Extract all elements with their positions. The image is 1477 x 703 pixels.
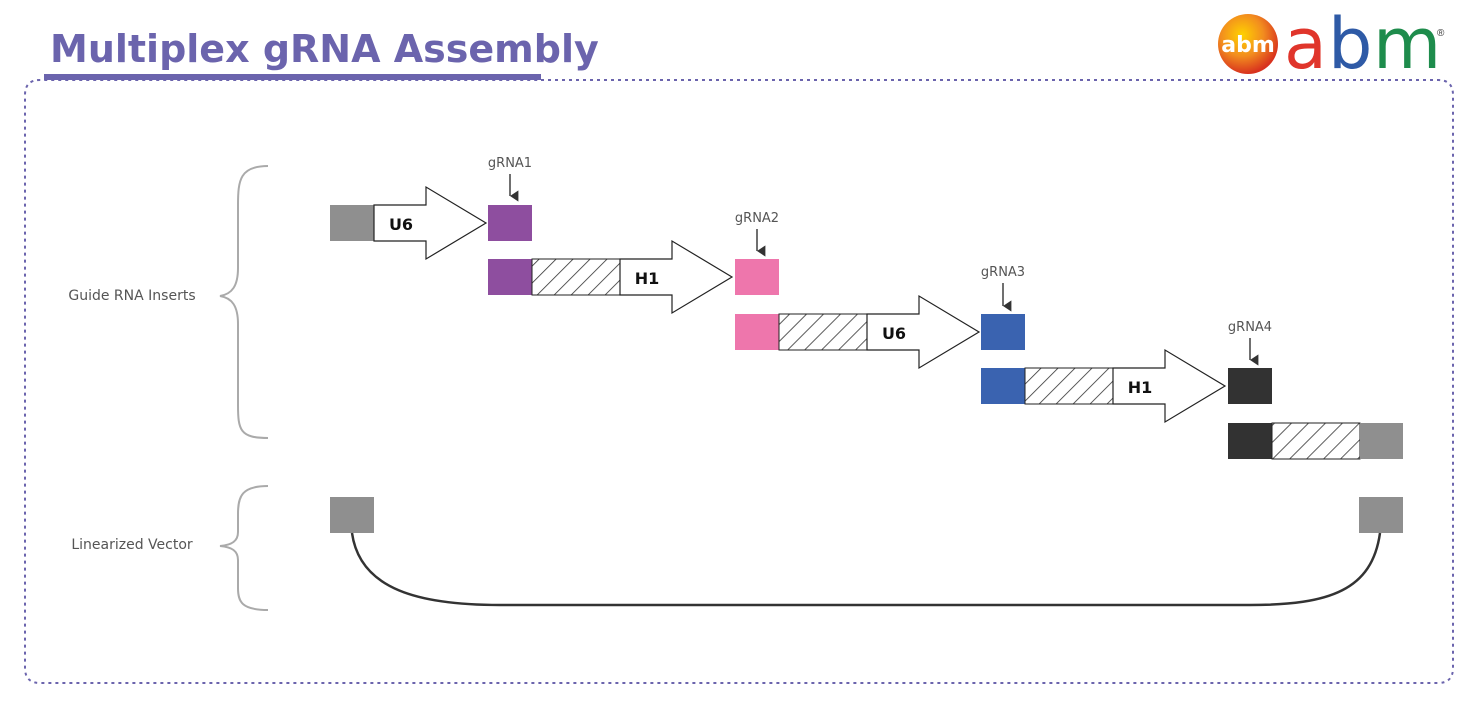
grna4-block <box>1228 368 1272 404</box>
logo-letter-m: m <box>1373 3 1441 85</box>
diagram-border <box>24 79 1454 684</box>
grna4-label: gRNA4 <box>1228 320 1272 335</box>
promoter-arrow-4 <box>1112 348 1227 424</box>
promoter-arrow-1 <box>373 185 488 261</box>
grna1-label: gRNA1 <box>488 156 532 171</box>
vector-left-end <box>330 497 374 533</box>
promoter-arrow-3 <box>866 294 981 370</box>
linearized-vector-label: Linearized Vector <box>71 537 193 553</box>
vector-brace <box>219 485 269 611</box>
vector-overlap-block <box>330 205 374 241</box>
scaffold-block-3 <box>1024 367 1114 405</box>
vector-overlap-block-end <box>1360 423 1403 459</box>
grna4-overlap-block <box>1228 423 1272 459</box>
grna2-block <box>735 259 779 295</box>
logo-letter-a: a <box>1284 3 1327 85</box>
vector-right-end <box>1359 497 1403 533</box>
promoter-label-4: H1 <box>1128 378 1153 397</box>
abm-logo: abm a b m ® <box>1218 3 1445 85</box>
grna2-overlap-block <box>735 314 779 350</box>
grna3-label: gRNA3 <box>981 265 1025 280</box>
vector-backbone-curve <box>350 532 1382 607</box>
logo-badge-text: abm <box>1221 33 1275 58</box>
grna3-overlap-block <box>981 368 1025 404</box>
page-title: Multiplex gRNA Assembly <box>50 27 599 71</box>
logo-registered-mark: ® <box>1437 28 1445 39</box>
title-underline <box>44 74 541 80</box>
scaffold-block-4 <box>1271 422 1361 460</box>
logo-letter-b: b <box>1328 3 1372 85</box>
scaffold-block-2 <box>778 313 868 351</box>
promoter-label-3: U6 <box>882 324 906 343</box>
logo-badge <box>1218 14 1278 74</box>
inserts-brace <box>219 165 269 439</box>
grna1-overlap-block <box>488 259 532 295</box>
promoter-label-2: H1 <box>635 269 660 288</box>
promoter-arrow-2 <box>619 239 734 315</box>
promoter-label-1: U6 <box>389 215 413 234</box>
guide-rna-inserts-label: Guide RNA Inserts <box>68 288 195 304</box>
grna1-block <box>488 205 532 241</box>
scaffold-block-1 <box>531 258 621 296</box>
grna3-block <box>981 314 1025 350</box>
grna2-label: gRNA2 <box>735 211 779 226</box>
